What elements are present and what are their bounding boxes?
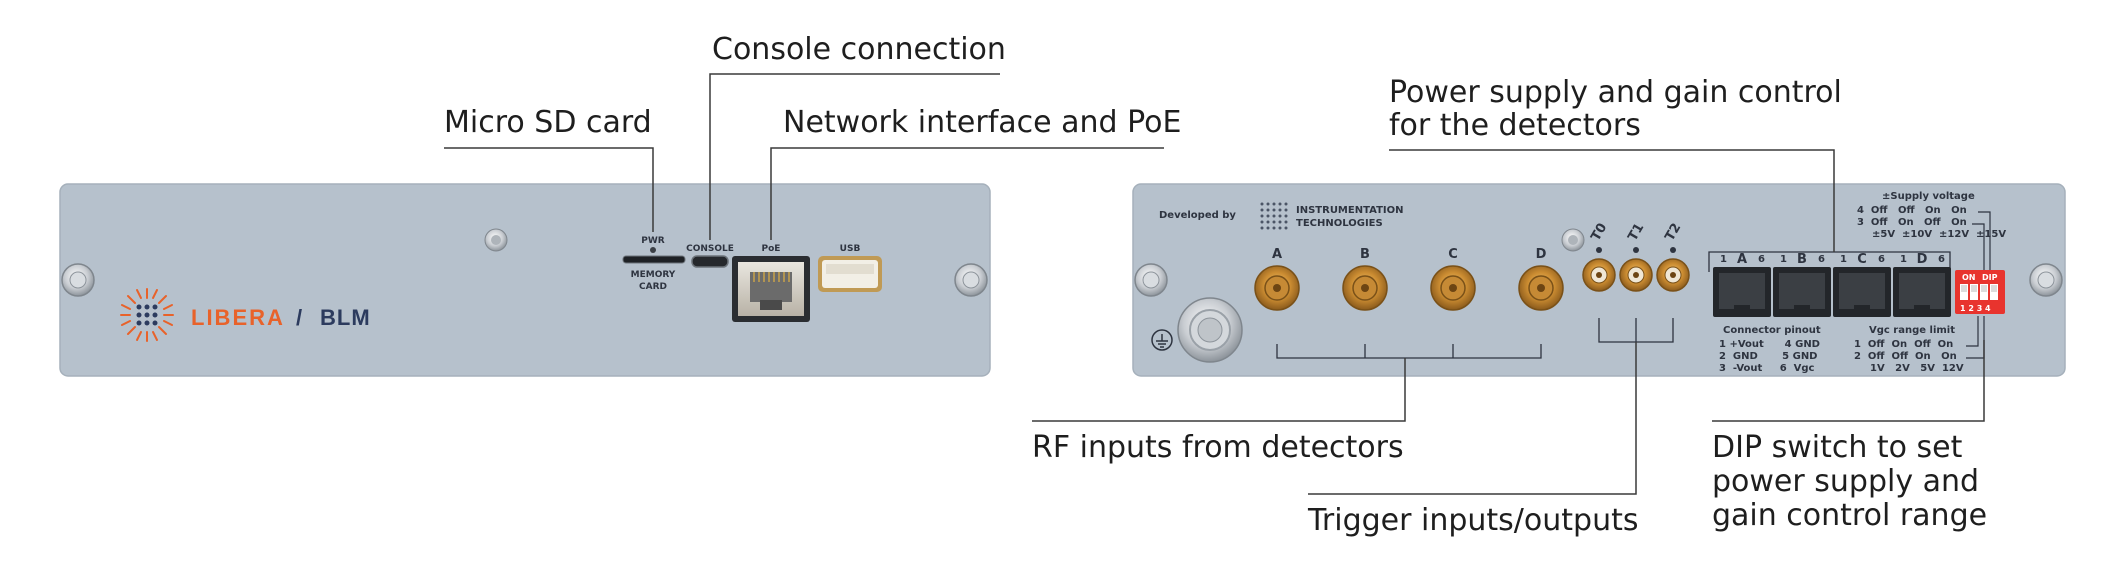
pin-right-label: 6 [1818,254,1825,265]
right-panel-screw-right [2029,263,2063,297]
supply-row: ±5V ±10V ±12V ±15V [1872,229,2006,240]
pinout-row: 1 +Vout 4 GND [1719,339,1820,350]
rf-input-a[interactable]: A [1254,247,1300,311]
callout-rf-inputs-text: RF inputs from detectors [1032,430,1404,465]
detector-connectors: 1 A 6 1 B 6 1 C 6 [1708,251,1951,317]
libera-logo-icon [120,288,174,342]
connector-pinout-table: Connector pinout 1 +Vout 4 GND 2 GND 5 G… [1719,325,1821,374]
connector-pinout-title: Connector pinout [1723,325,1821,336]
ground-symbol-icon [1151,329,1173,351]
rf-bracket [1276,344,1542,359]
callout-trigger-text: Trigger inputs/outputs [1307,503,1638,538]
left-panel-screw-right [954,263,988,297]
developed-by-label: Developed by [1159,210,1236,221]
pin-left-label: 1 [1840,254,1847,265]
callout-dip: DIP switch to set power supply and gain … [1712,340,1987,533]
callout-power-supply-text-2: for the detectors [1389,108,1641,143]
rf-input-d[interactable]: D [1518,247,1564,311]
supply-row: 3 Off On Off On [1857,217,1967,228]
detector-connector-c[interactable]: 1 C 6 [1833,252,1891,317]
micro-sd-slot[interactable] [622,255,686,264]
supply-voltage-table: ±Supply voltage 4 Off Off On On 3 Off On… [1857,191,2006,270]
dip-on-label: ON [1962,273,1976,282]
connector-channel-label: C [1857,252,1867,267]
dip-switch[interactable]: ON DIP 1 2 3 4 [1955,270,2005,314]
dip-numbers: 1 2 3 4 [1960,304,1991,313]
left-panel-screw-left [61,263,95,297]
usb-port[interactable] [818,256,882,292]
pwr-led [650,247,656,253]
pin-left-label: 1 [1900,254,1907,265]
connector-channel-label: B [1797,252,1807,267]
console-label: CONSOLE [686,244,734,254]
left-panel-small-screw [484,228,508,252]
memory-card-label-1: MEMORY [631,270,676,280]
callout-network-text: Network interface and PoE [783,105,1181,140]
console-port[interactable] [691,255,729,268]
vgc-row: 1 Off On Off On [1854,339,1953,350]
callout-micro-sd-text: Micro SD card [444,105,652,140]
pin-right-label: 6 [1878,254,1885,265]
connector-channel-label: D [1917,252,1928,267]
callout-console: Console connection [709,32,1006,240]
rf-channel-label: D [1536,247,1547,262]
detector-connector-b[interactable]: 1 B 6 [1773,252,1831,317]
ethernet-port[interactable] [732,256,810,322]
callout-power-supply-text-1: Power supply and gain control [1389,75,1842,110]
callout-dip-text-1: DIP switch to set [1712,430,1963,465]
pin-left-label: 1 [1780,254,1787,265]
pin-right-label: 6 [1758,254,1765,265]
vgc-row: 2 Off Off On On [1854,351,1957,362]
rf-inputs: A B C D [1254,247,1564,311]
callout-console-text: Console connection [712,32,1006,67]
brand-separator: / [296,305,302,330]
callout-dip-text-3: gain control range [1712,498,1987,533]
rf-channel-label: B [1360,247,1370,262]
company-name-line1: INSTRUMENTATION [1296,205,1404,216]
company-name-line2: TECHNOLOGIES [1296,218,1383,229]
supply-voltage-title: ±Supply voltage [1882,191,1975,202]
right-panel-small-screw [1561,228,1585,252]
pinout-row: 3 -Vout 6 Vgc [1719,363,1815,374]
detector-connector-d[interactable]: 1 D 6 [1893,252,1951,317]
rf-channel-label: A [1272,247,1282,262]
ground-stud [1177,297,1243,363]
left-front-panel: LIBERA / BLM PWR MEMORY CARD CONSOLE PoE [59,183,991,377]
callout-trigger: Trigger inputs/outputs [1307,342,1638,538]
rf-input-b[interactable]: B [1342,247,1388,311]
pinout-row: 2 GND 5 GND [1719,351,1818,362]
memory-card-label-2: CARD [639,282,667,292]
right-panel-screw-left [1134,263,1168,297]
brand-name: LIBERA [191,305,285,330]
pwr-label: PWR [641,236,665,246]
rf-input-c[interactable]: C [1430,247,1476,311]
right-rear-panel: Developed by INSTRUMENTATION TECHNOLOGIE… [1132,183,2066,377]
callout-micro-sd: Micro SD card [444,105,654,232]
callout-rf-inputs: RF inputs from detectors [1032,358,1406,465]
pin-left-label: 1 [1720,254,1727,265]
instrumentation-technologies-logo-icon [1260,202,1288,230]
vgc-range-title: Vgc range limit [1869,325,1955,336]
vgc-row: 1V 2V 5V 12V [1870,363,1964,374]
callout-power-supply: Power supply and gain control for the de… [1389,75,1842,252]
rf-channel-label: C [1448,247,1458,262]
pin-right-label: 6 [1938,254,1945,265]
supply-row: 4 Off Off On On [1857,205,1967,216]
connector-channel-label: A [1737,252,1747,267]
poe-label: PoE [762,244,781,254]
usb-label: USB [840,244,861,254]
detector-connector-a[interactable]: 1 A 6 [1713,252,1771,317]
callout-network: Network interface and PoE [770,105,1181,240]
callout-dip-text-2: power supply and [1712,464,1979,499]
dip-label: DIP [1982,273,1998,282]
product-name: BLM [320,305,371,330]
